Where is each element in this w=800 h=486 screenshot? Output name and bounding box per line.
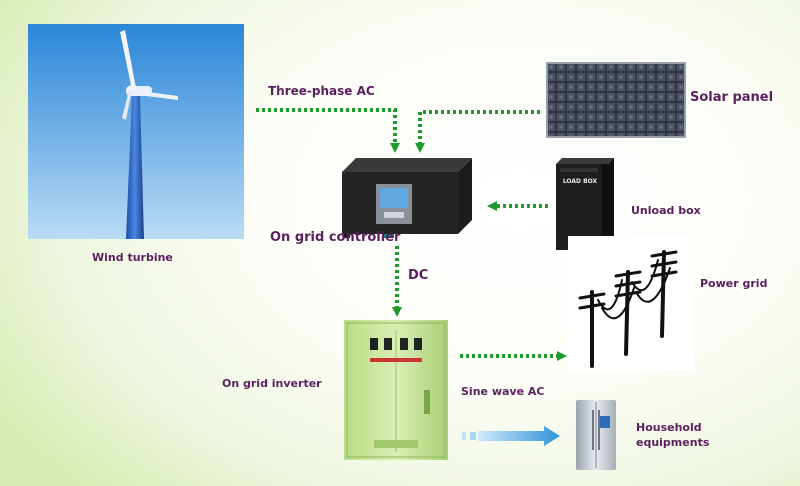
on-grid-inverter-image [344, 320, 448, 460]
wind-turbine-image [28, 24, 244, 239]
power-grid-image [568, 236, 694, 370]
label-household-line1: Household [636, 421, 702, 434]
label-sine-wave-ac: Sine wave AC [461, 385, 545, 398]
label-on-grid-inverter: On grid inverter [222, 377, 322, 390]
label-wind-turbine: Wind turbine [92, 251, 173, 264]
on-grid-controller-image [342, 158, 472, 238]
load-box-image: LOAD BOX [556, 158, 614, 250]
label-unload-box: Unload box [631, 204, 701, 217]
label-three-phase-ac: Three-phase AC [268, 84, 375, 98]
label-dc: DC [408, 268, 429, 283]
refrigerator-image [576, 400, 616, 470]
arrow-wind-to-controller [256, 108, 400, 153]
load-box-text: LOAD BOX [562, 178, 598, 185]
arrow-solar-to-controller [415, 110, 540, 153]
arrow-inverter-to-household [462, 426, 560, 446]
label-household-equipments: Household equipments [636, 420, 709, 450]
label-on-grid-controller: On grid controller [270, 230, 401, 245]
label-solar-panel: Solar panel [690, 90, 774, 105]
solar-panel-image [546, 62, 686, 138]
label-power-grid: Power grid [700, 277, 768, 290]
label-household-line2: equipments [636, 436, 710, 449]
